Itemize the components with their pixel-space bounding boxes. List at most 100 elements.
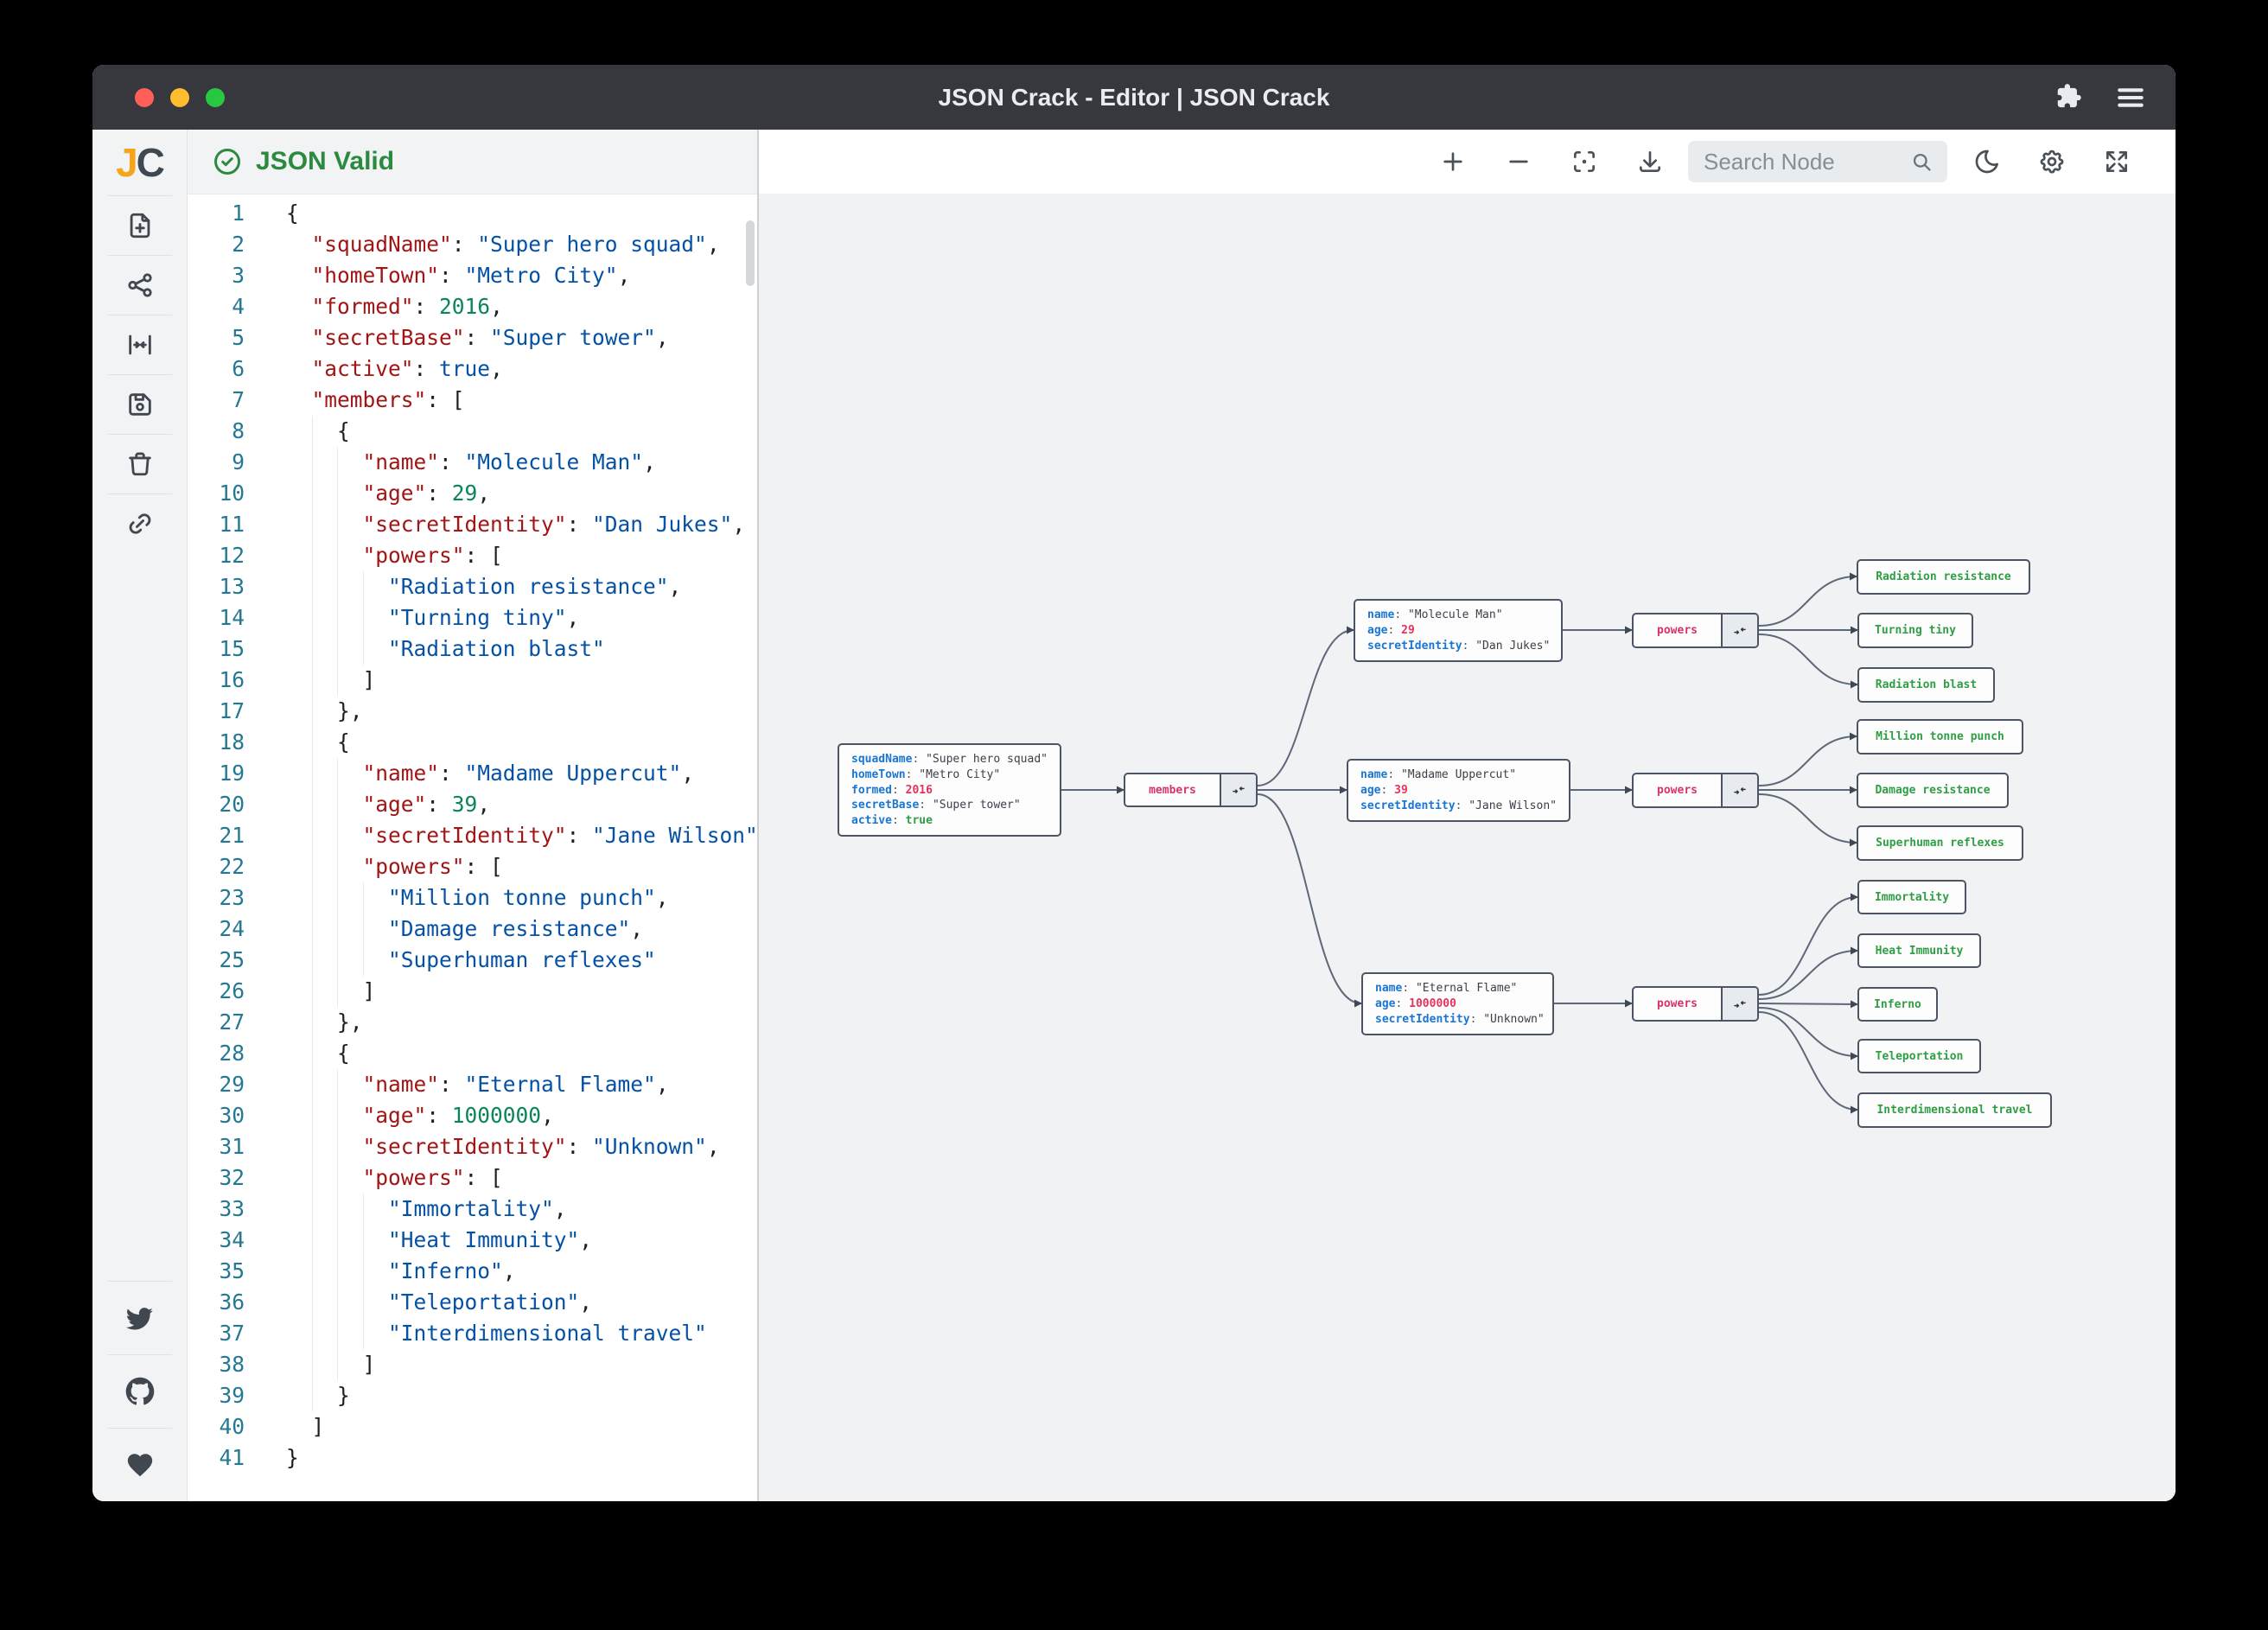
graph-view-button[interactable] (92, 256, 188, 315)
code-line[interactable]: 16 ] (188, 665, 757, 696)
code-line[interactable]: 11 "secretIdentity": "Dan Jukes", (188, 509, 757, 540)
code-line[interactable]: 39 } (188, 1380, 757, 1411)
graph-node-leaf-million-tonne-punch[interactable]: Million tonne punch (1857, 719, 2023, 755)
graph-node-leaf-superhuman-reflexes[interactable]: Superhuman reflexes (1857, 825, 2023, 861)
node-colon: : (1387, 623, 1402, 637)
code-line[interactable]: 37 "Interdimensional travel" (188, 1318, 757, 1349)
code-line[interactable]: 4 "formed": 2016, (188, 291, 757, 322)
download-image-button[interactable] (1634, 146, 1666, 177)
graph-node-powers-1[interactable]: powers (1632, 613, 1759, 648)
center-view-button[interactable] (92, 315, 188, 374)
code-line[interactable]: 26 ] (188, 976, 757, 1007)
code-line[interactable]: 24 "Damage resistance", (188, 914, 757, 945)
focus-view-button[interactable] (1569, 146, 1600, 177)
save-button[interactable] (92, 375, 188, 434)
graph-node-leaf-heat-immunity[interactable]: Heat Immunity (1857, 933, 1981, 968)
code-line[interactable]: 17 }, (188, 696, 757, 727)
graph-node-leaf-immortality[interactable]: Immortality (1857, 880, 1966, 914)
code-line[interactable]: 7 "members": [ (188, 385, 757, 416)
line-number: 39 (219, 1383, 245, 1408)
code-line[interactable]: 38 ] (188, 1349, 757, 1380)
share-link-button[interactable] (92, 494, 188, 553)
code-line[interactable]: 10 "age": 29, (188, 478, 757, 509)
close-button[interactable] (135, 88, 154, 107)
collapse-node-button[interactable] (1721, 774, 1757, 806)
graph-canvas[interactable]: squadName: "Super hero squad"homeTown: "… (759, 194, 2176, 1501)
code-line[interactable]: 32 "powers": [ (188, 1162, 757, 1194)
search-node-box[interactable] (1688, 141, 1947, 182)
graph-node-members[interactable]: members (1124, 773, 1258, 807)
node-key: squadName (851, 753, 913, 766)
code-line[interactable]: 6 "active": true, (188, 353, 757, 385)
code-line[interactable]: 8 { (188, 416, 757, 447)
code-line[interactable]: 22 "powers": [ (188, 851, 757, 882)
twitter-button[interactable] (92, 1282, 188, 1354)
menu-button[interactable] (2113, 80, 2148, 115)
graph-node-leaf-teleportation[interactable]: Teleportation (1857, 1039, 1981, 1073)
graph-node-leaf-interdimensional-travel[interactable]: Interdimensional travel (1857, 1092, 2052, 1128)
code-line[interactable]: 27 }, (188, 1007, 757, 1038)
zoom-button[interactable] (206, 88, 225, 107)
code-line[interactable]: 1{ (188, 198, 757, 229)
indent-guide (337, 540, 338, 571)
settings-button[interactable] (2036, 146, 2067, 177)
code-line[interactable]: 19 "name": "Madame Uppercut", (188, 758, 757, 789)
graph-node-leaf-inferno[interactable]: Inferno (1857, 987, 1938, 1022)
graph-node-leaf-damage-resistance[interactable]: Damage resistance (1857, 773, 2009, 808)
code-line[interactable]: 34 "Heat Immunity", (188, 1225, 757, 1256)
code-editor[interactable]: 1{2 "squadName": "Super hero squad",3 "h… (188, 194, 757, 1501)
editor-scrollbar[interactable] (746, 220, 755, 286)
delete-button[interactable] (92, 435, 188, 493)
search-input[interactable] (1702, 147, 1903, 176)
code-line[interactable]: 25 "Superhuman reflexes" (188, 945, 757, 976)
code-line[interactable]: 12 "powers": [ (188, 540, 757, 571)
code-line[interactable]: 35 "Inferno", (188, 1256, 757, 1287)
code-line[interactable]: 14 "Turning tiny", (188, 602, 757, 634)
code-line[interactable]: 2 "squadName": "Super hero squad", (188, 229, 757, 260)
fullscreen-button[interactable] (2101, 146, 2132, 177)
code-line[interactable]: 5 "secretBase": "Super tower", (188, 322, 757, 353)
code-line[interactable]: 9 "name": "Molecule Man", (188, 447, 757, 478)
json-editor-panel: JSON Valid 1{2 "squadName": "Super hero … (188, 130, 759, 1501)
node-key: age (1360, 783, 1381, 797)
graph-node-root[interactable]: squadName: "Super hero squad"homeTown: "… (838, 743, 1061, 837)
code-line[interactable]: 13 "Radiation resistance", (188, 571, 757, 602)
minimize-button[interactable] (170, 88, 189, 107)
code-line[interactable]: 29 "name": "Eternal Flame", (188, 1069, 757, 1100)
graph-node-leaf-turning-tiny[interactable]: Turning tiny (1857, 613, 1973, 648)
github-button[interactable] (92, 1355, 188, 1428)
collapse-node-button[interactable] (1721, 988, 1757, 1020)
graph-node-leaf-radiation-blast[interactable]: Radiation blast (1857, 667, 1995, 703)
indent-guide (311, 1380, 313, 1411)
code-line[interactable]: 41} (188, 1442, 757, 1474)
code-line[interactable]: 23 "Million tonne punch", (188, 882, 757, 914)
code-line[interactable]: 30 "age": 1000000, (188, 1100, 757, 1131)
theme-toggle-button[interactable] (1972, 146, 2003, 177)
code-line[interactable]: 40 ] (188, 1411, 757, 1442)
sponsor-button[interactable] (92, 1429, 188, 1501)
collapse-node-button[interactable] (1220, 774, 1256, 805)
code-line[interactable]: 31 "secretIdentity": "Unknown", (188, 1131, 757, 1162)
graph-node-powers-2[interactable]: powers (1632, 773, 1759, 808)
save-icon (125, 390, 155, 419)
code-line[interactable]: 18 { (188, 727, 757, 758)
extensions-button[interactable] (2053, 80, 2087, 115)
code-line[interactable]: 36 "Teleportation", (188, 1287, 757, 1318)
zoom-in-button[interactable] (1437, 146, 1468, 177)
code-line[interactable]: 28 { (188, 1038, 757, 1069)
zoom-out-button[interactable] (1503, 146, 1534, 177)
graph-node-leaf-radiation-resistance[interactable]: Radiation resistance (1857, 559, 2030, 595)
graph-node-powers-3[interactable]: powers (1632, 986, 1759, 1022)
code-line[interactable]: 15 "Radiation blast" (188, 634, 757, 665)
code-line[interactable]: 21 "secretIdentity": "Jane Wilson", (188, 820, 757, 851)
collapse-node-button[interactable] (1721, 614, 1757, 646)
menu-icon (2114, 81, 2147, 114)
code-line[interactable]: 20 "age": 39, (188, 789, 757, 820)
code-line[interactable]: 3 "homeTown": "Metro City", (188, 260, 757, 291)
new-document-button[interactable] (92, 196, 188, 255)
code-line[interactable]: 33 "Immortality", (188, 1194, 757, 1225)
